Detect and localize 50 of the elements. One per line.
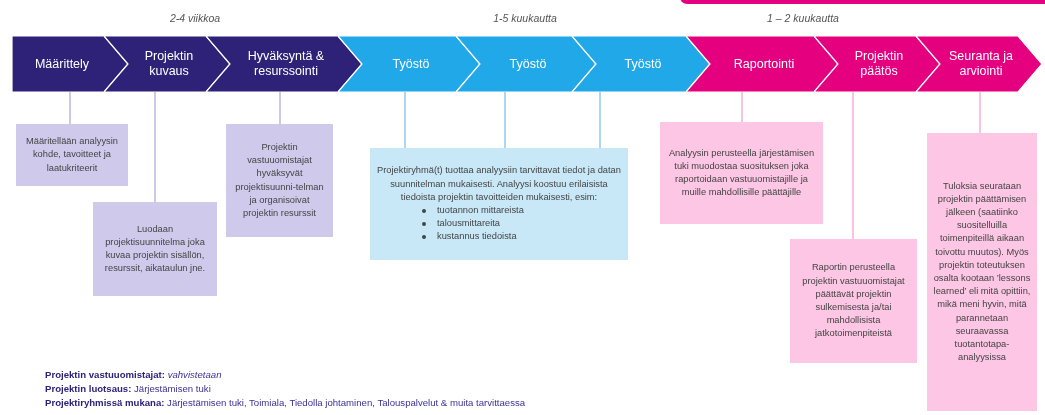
duration-label: 1 – 2 kuukautta (767, 12, 839, 24)
leader-line (404, 91, 406, 149)
chevron-step (12, 36, 128, 92)
step-label: Työstö (508, 55, 548, 73)
leader-line (504, 91, 506, 149)
step-label: Määrittely (33, 55, 91, 73)
step-label: Raportointi (732, 55, 796, 73)
description-box (93, 202, 217, 296)
chevron-step (456, 36, 596, 92)
description-text: Tuloksia seurataan projektin päättämisen jälkeen (saatiinko suositelluilla toimenpiteillä aikaan toivottu muutos). Myös projektin toteutuksen osalta kootaan ’lessons learned’ eli mitä opittiin, mikä meni hyvin, mitä parannetaan seuraavassa tuotantotapa-analyysissa (932, 179, 1032, 365)
description-box (790, 239, 917, 363)
chevron-step (686, 36, 838, 92)
step-label: Hyväksyntä & resurssointi (246, 48, 326, 80)
description-text: Luodaan projektisuunnitelma joka kuvaa projektin sisällön, resurssit, aikataulun jne. (103, 222, 207, 276)
leader-line (154, 91, 156, 203)
bullet-item: tuotannon mittareista (437, 204, 524, 217)
leader-line (599, 91, 601, 149)
duration-label: 1-5 kuukautta (493, 12, 557, 24)
bullet-item: talousmittareita (437, 217, 501, 231)
chevron-step (206, 36, 362, 92)
leader-line (852, 91, 854, 240)
description-text: Raportin perusteella projektin vastuuomistajat päättävät projektin sulkemisesta ja/tai mahdollisista jatkotoimenpiteistä (801, 261, 906, 341)
description-text: Analyysin perusteella järjestämisen tuki muodostaa suosituksen joka raportoidaan vastuuomistajille ja muille mahdollisille päättäjille (667, 146, 816, 200)
leader-line (741, 91, 743, 123)
step-label: Projektin päätös (853, 48, 905, 80)
bullet-item: kustannus tiedoista (437, 230, 517, 244)
description-box (370, 148, 628, 260)
description-box (16, 124, 128, 186)
description-text: Määritellään analyysin kohde, tavoitteet ja laatukriteerit (25, 135, 119, 175)
chevron-step (572, 36, 710, 92)
chevron-step (814, 36, 940, 92)
leader-line (979, 91, 981, 134)
chevron-step (916, 36, 1042, 92)
step-label: Seuranta ja arviointi (948, 48, 1014, 80)
chevron-step (104, 36, 230, 92)
footnote-text: Projektin vastuuomistajat: vahvistetaan (45, 369, 222, 380)
description-box (927, 133, 1037, 411)
step-label: Projektin kuvaus (143, 48, 195, 80)
description-box (660, 122, 823, 224)
step-label: Työstö (391, 55, 431, 73)
footnote-text: Projektin luotsaus: Järjestämisen tuki (45, 383, 211, 394)
description-box (226, 124, 333, 237)
duration-label: 2-4 viikkoa (169, 12, 221, 24)
description-text: Projektiryhmä(t) tuottaa analyysiin tarvittavat tiedot ja datan suunnitelman mukaisesti. Analyysi koostuu erilaisista tiedoista projektin tavoitteiden mukaisesti, esim: (376, 164, 622, 204)
description-text: Projektin vastuuomistajat hyväksyvät projektisuunni-telman ja organisoivat projektin resurssit (234, 140, 325, 220)
leader-line (279, 91, 281, 125)
footnote-text: Projektiryhmissä mukana: Järjestämisen tuki, Toimiala, Tiedolla johtaminen, Talouspalvelut & muita tarvittaessa (45, 397, 526, 408)
leader-line (69, 91, 71, 125)
chevron-step (338, 36, 480, 92)
step-label: Työstö (623, 55, 663, 73)
